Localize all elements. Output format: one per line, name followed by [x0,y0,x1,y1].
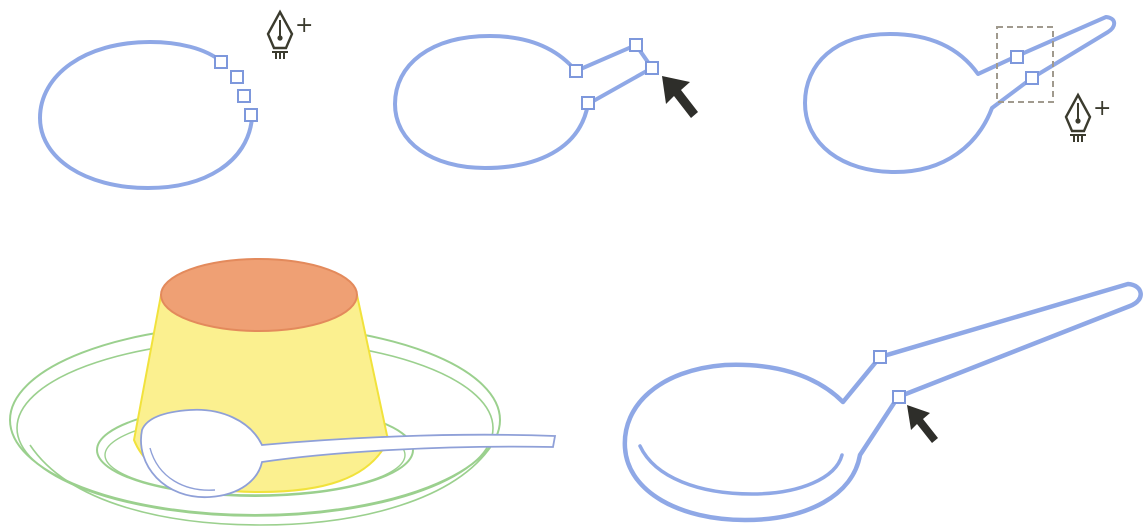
plate-base-line [29,444,493,526]
anchor-point[interactable] [214,55,228,69]
direct-selection-arrow-icon[interactable] [662,76,698,118]
anchor-point[interactable] [629,38,643,52]
direct-selection-arrow-icon[interactable] [907,405,938,443]
pen-tool-add-anchor-icon[interactable]: + [1064,92,1111,142]
anchor-point[interactable] [892,390,906,404]
anchor-point[interactable] [1010,50,1024,64]
anchor-point[interactable] [230,70,244,84]
pen-tool-add-anchor-icon[interactable]: + [266,9,313,59]
spoon [140,408,557,498]
anchor-point[interactable] [645,61,659,75]
anchor-point[interactable] [873,350,887,364]
selection-marquee[interactable] [996,26,1054,103]
handle-path-top[interactable] [574,42,655,106]
step-2-drag-anchor-points [392,33,698,171]
anchor-point[interactable] [569,64,583,78]
spoon-highlight [149,447,216,491]
step-1-add-anchor-points: + [37,9,313,191]
anchor-point[interactable] [237,89,251,103]
ellipse-path[interactable] [37,39,254,191]
caramel-top [160,258,358,332]
spoon-outline-path[interactable] [622,281,1143,523]
anchor-point[interactable] [244,108,258,122]
ellipse-path[interactable] [392,33,590,171]
anchor-point[interactable] [1025,71,1039,85]
step-3-extend-handle: + [803,15,1117,174]
spoon-outline-path[interactable] [803,15,1117,174]
bowl-inner-curve [638,444,844,496]
spoon-shape [140,408,557,498]
anchor-point[interactable] [581,96,595,110]
plus-sign: + [1093,96,1111,121]
step-4-completed-spoon-path [622,281,1143,523]
plus-sign: + [295,13,313,38]
finished-pudding-illustration [9,258,557,526]
